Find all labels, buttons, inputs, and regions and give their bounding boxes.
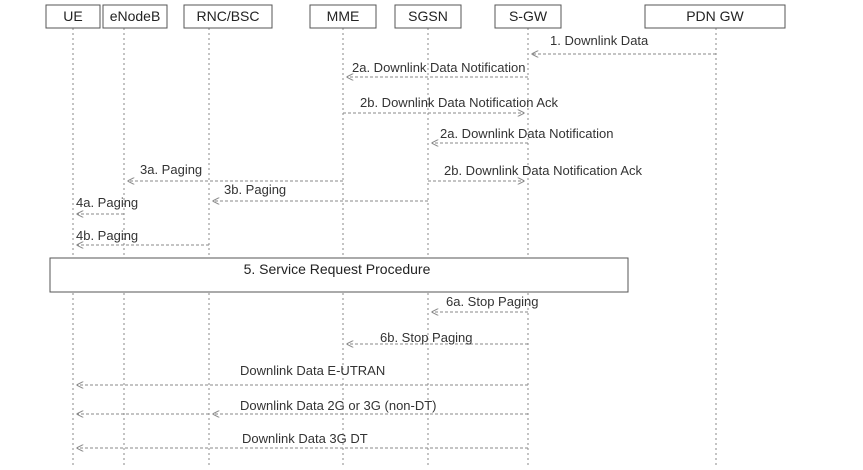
message-label: Downlink Data E-UTRAN (240, 363, 385, 378)
message-2b-ddn-ack-mme: 2b. Downlink Data Notification Ack (343, 95, 558, 113)
message-label: 6a. Stop Paging (446, 294, 539, 309)
procedure-box (49, 257, 629, 293)
message-4a-paging: 4a. Paging (76, 195, 138, 214)
message-label: Downlink Data 2G or 3G (non-DT) (240, 398, 437, 413)
message-label: 2a. Downlink Data Notification (352, 60, 525, 75)
message-1-downlink-data: 1. Downlink Data (532, 33, 716, 54)
message-3a-paging: 3a. Paging (128, 162, 343, 181)
message-label: 2b. Downlink Data Notification Ack (444, 163, 642, 178)
message-downlink-data-2g-3g: Downlink Data 2G or 3G (non-DT) (77, 398, 528, 414)
service-request-procedure: 5. Service Request Procedure (49, 257, 629, 293)
node-label-rnc-bsc: RNC/BSC (196, 8, 259, 24)
messages: 1. Downlink Data 2a. Downlink Data Notif… (76, 33, 716, 448)
node-enodeb: eNodeB (102, 4, 168, 29)
node-headers: UE eNodeB RNC/BSC MME SGSN S-GW PDN GW (45, 4, 786, 29)
message-6b-stop-paging: 6b. Stop Paging (347, 330, 528, 345)
node-label-mme: MME (327, 8, 360, 24)
message-downlink-data-eutran: Downlink Data E-UTRAN (77, 363, 528, 385)
message-label: 2a. Downlink Data Notification (440, 126, 613, 141)
message-downlink-data-3g-dt: Downlink Data 3G DT (77, 431, 528, 448)
message-label: 4a. Paging (76, 195, 138, 210)
message-label: Downlink Data 3G DT (242, 431, 368, 446)
node-label-sgw: S-GW (509, 8, 548, 24)
message-2a-ddn-sgsn: 2a. Downlink Data Notification (432, 126, 613, 143)
message-3b-paging: 3b. Paging (213, 182, 428, 201)
node-label-enodeb: eNodeB (110, 8, 161, 24)
lifelines (72, 28, 717, 466)
message-label: 6b. Stop Paging (380, 330, 473, 345)
node-sgw: S-GW (494, 4, 562, 29)
node-mme: MME (309, 4, 377, 29)
message-label: 1. Downlink Data (550, 33, 649, 48)
message-label: 3a. Paging (140, 162, 202, 177)
node-label-ue: UE (63, 8, 82, 24)
message-label: 2b. Downlink Data Notification Ack (360, 95, 558, 110)
node-ue: UE (45, 4, 101, 29)
message-2b-ddn-ack-sgsn: 2b. Downlink Data Notification Ack (428, 163, 642, 181)
node-label-sgsn: SGSN (408, 8, 448, 24)
node-label-pdn-gw: PDN GW (686, 8, 744, 24)
message-6a-stop-paging: 6a. Stop Paging (432, 294, 539, 312)
node-pdn-gw: PDN GW (644, 4, 786, 29)
node-sgsn: SGSN (394, 4, 462, 29)
message-4b-paging: 4b. Paging (76, 228, 209, 245)
message-2a-ddn-mme: 2a. Downlink Data Notification (347, 60, 528, 77)
message-label: 4b. Paging (76, 228, 138, 243)
message-label: 3b. Paging (224, 182, 286, 197)
node-rnc-bsc: RNC/BSC (183, 4, 273, 29)
procedure-label: 5. Service Request Procedure (244, 261, 431, 277)
